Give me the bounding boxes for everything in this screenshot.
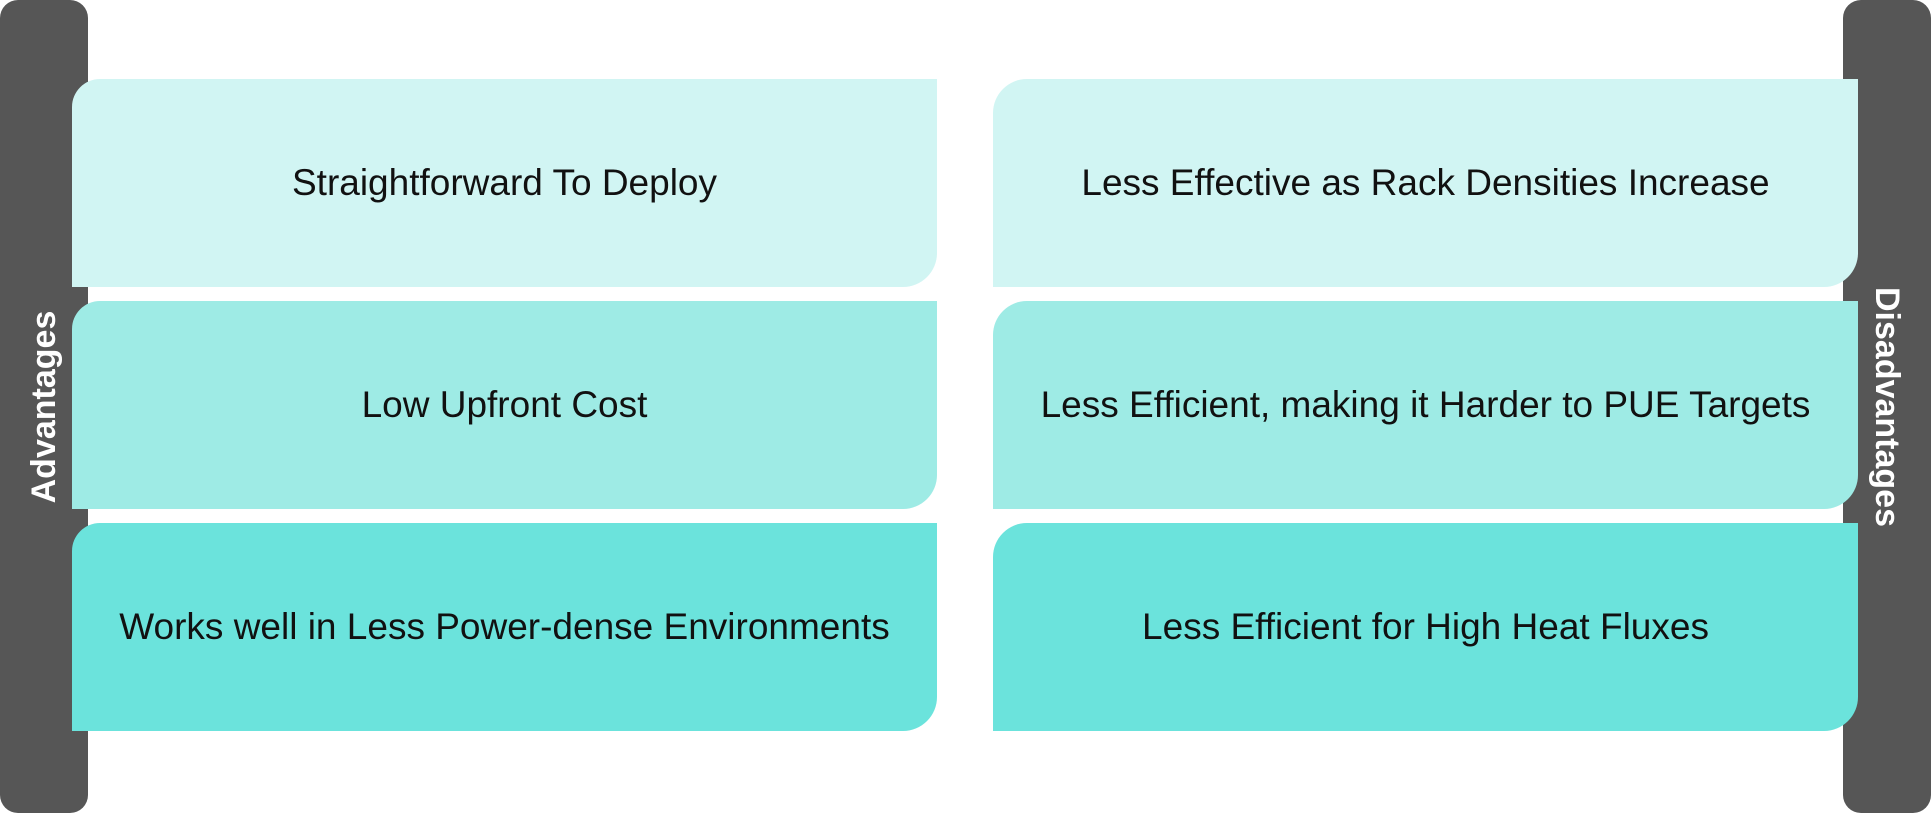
advantage-card-3: Works well in Less Power-dense Environme… <box>72 523 937 731</box>
advantage-text-2: Low Upfront Cost <box>361 384 648 425</box>
disadvantage-text-3: Less Efficient for High Heat Fluxes <box>1142 606 1709 647</box>
advantage-card-2: Low Upfront Cost <box>72 301 937 509</box>
advantage-text-1: Straightforward To Deploy <box>291 162 718 203</box>
disadvantage-card-3: Less Efficient for High Heat Fluxes <box>993 523 1858 731</box>
disadvantages-label: Disadvantages <box>1868 287 1906 527</box>
advantage-card-1: Straightforward To Deploy <box>72 79 937 287</box>
advantage-text-3: Works well in Less Power-dense Environme… <box>119 606 890 647</box>
advantages-label: Advantages <box>25 310 63 504</box>
disadvantage-card-1: Less Effective as Rack Densities Increas… <box>993 79 1858 287</box>
disadvantage-card-2: Less Efficient, making it Harder to PUE … <box>993 301 1858 509</box>
disadvantage-text-2: Less Efficient, making it Harder to PUE … <box>1040 384 1811 425</box>
disadvantage-text-1: Less Effective as Rack Densities Increas… <box>1081 162 1770 203</box>
